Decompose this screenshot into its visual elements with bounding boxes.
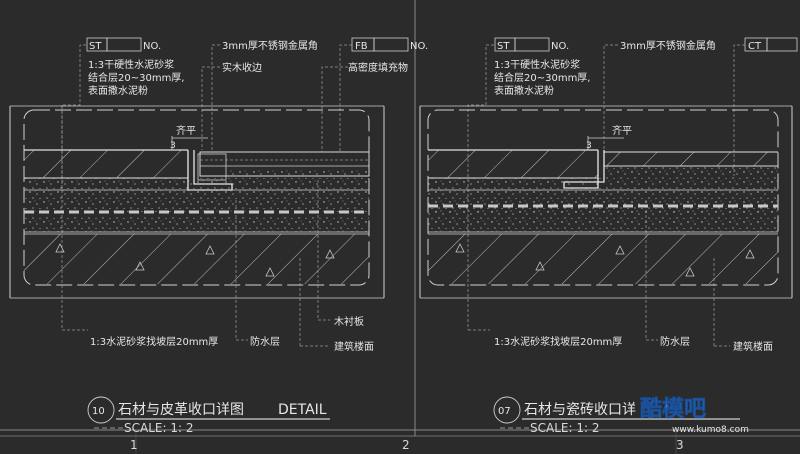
left-tag-st-no: NO. (143, 41, 161, 52)
right-note-mortar-1: 1:3干硬性水泥砂浆 (494, 58, 580, 71)
left-title: 石材与皮革收口详图 (118, 402, 244, 418)
left-note-mortar-3: 表面撒水泥粉 (88, 84, 148, 97)
right-note-waterproof: 防水层 (660, 335, 690, 348)
left-note-floor: 建筑楼面 (334, 340, 374, 353)
right-flush-label: 齐平 (612, 124, 632, 137)
watermark-text: 酷模吧 (640, 397, 706, 422)
right-detail: ST NO. CT 1:3干硬性水泥砂浆 结合层20~30mm厚, 表面撒水泥粉… (419, 37, 798, 435)
left-dim-3: 3 (170, 141, 176, 151)
left-detail: ST NO. FB NO. 1:3干硬性水泥砂浆 结合层20~30mm厚, 表面… (9, 37, 428, 435)
right-note-angle: 3mm厚不锈钢金属角 (620, 39, 716, 52)
left-scale: SCALE: 1: 2 (124, 421, 193, 435)
left-flush-label: 齐平 (176, 124, 196, 137)
right-tag-ct: CT (744, 37, 798, 52)
grid-label-1: 1 (130, 438, 138, 452)
left-note-wood-board: 木衬板 (334, 315, 364, 328)
right-tag-st-code: ST (497, 41, 510, 52)
right-tag-st: ST NO. (494, 37, 569, 52)
right-note-leveling: 1:3水泥砂浆找坡层20mm厚 (494, 335, 622, 348)
left-title-block: 10 石材与皮革收口详图 DETAIL SCALE: 1: 2 (87, 396, 330, 435)
left-tag-fb: FB NO. (351, 37, 428, 52)
left-note-filler: 高密度填充物 (348, 61, 408, 74)
left-tag-fb-no: NO. (410, 41, 428, 52)
watermark-url: www.kumo8.com (672, 425, 749, 435)
left-note-angle: 3mm厚不锈钢金属角 (222, 39, 318, 52)
right-note-mortar-3: 表面撒水泥粉 (494, 84, 554, 97)
grid-label-3: 3 (676, 438, 684, 452)
watermark-logo: 酷模吧 www.kumo8.com (640, 397, 749, 435)
left-note-leveling: 1:3水泥砂浆找坡层20mm厚 (90, 335, 218, 348)
left-tag-st: ST NO. (86, 37, 161, 52)
right-note-floor: 建筑楼面 (733, 340, 773, 353)
left-title-en: DETAIL (278, 402, 327, 418)
grid-label-2: 2 (402, 438, 410, 452)
right-scale: SCALE: 1: 2 (530, 421, 599, 435)
left-section: 齐平 3 (9, 105, 385, 299)
right-section: 齐平 3 (419, 105, 793, 299)
right-title-number: 07 (498, 406, 511, 417)
left-tag-fb-code: FB (355, 41, 368, 52)
left-note-mortar-2: 结合层20~30mm厚, (88, 71, 185, 84)
left-title-number: 10 (92, 406, 105, 417)
right-title: 石材与瓷砖收口详 (524, 402, 636, 418)
right-tag-ct-code: CT (748, 41, 762, 52)
left-tag-st-code: ST (89, 41, 102, 52)
right-dim-3: 3 (586, 141, 592, 151)
right-tag-st-no: NO. (551, 41, 569, 52)
left-note-waterproof: 防水层 (250, 335, 280, 348)
right-title-block: 07 石材与瓷砖收口详 SCALE: 1: 2 (493, 396, 740, 435)
right-note-mortar-2: 结合层20~30mm厚, (494, 71, 591, 84)
left-note-wood-edge: 实木收边 (222, 61, 262, 74)
left-note-mortar-1: 1:3干硬性水泥砂浆 (88, 58, 174, 71)
